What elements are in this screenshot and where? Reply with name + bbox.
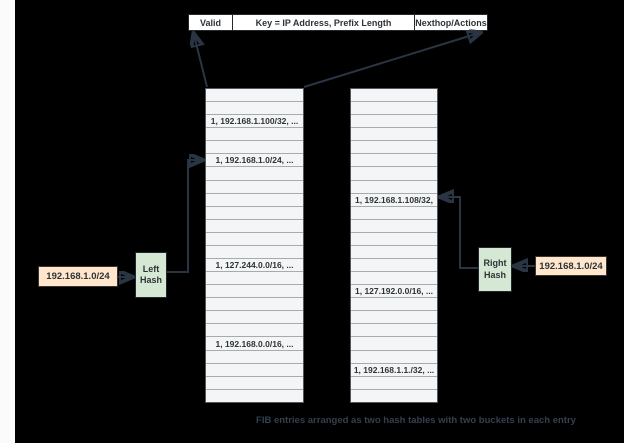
- bucket-row: [351, 141, 437, 155]
- bucket-row: [206, 324, 303, 338]
- header-cell-key: Key = IP Address, Prefix Length: [233, 15, 415, 30]
- bucket-row: [206, 390, 303, 402]
- bucket-row: [351, 272, 437, 286]
- bucket-row: [206, 89, 303, 103]
- bucket-row: 1, 192.168.1.100/32, ...: [206, 115, 303, 129]
- page-margin-strip: [0, 0, 15, 443]
- arrow-left-hash-to-bucket-row: [167, 160, 201, 273]
- right-input-address: 192.168.1.0/24: [535, 256, 607, 276]
- bucket-row: [351, 115, 437, 129]
- bucket-row: [206, 194, 303, 207]
- bucket-row: [351, 324, 437, 338]
- bucket-row: [351, 337, 437, 351]
- bucket-row: 1, 127.244.0.0/16, ...: [206, 259, 303, 273]
- bucket-row: [351, 390, 437, 402]
- bucket-row: [206, 377, 303, 390]
- left-input-address: 192.168.1.0/24: [38, 266, 118, 287]
- bucket-row: [206, 311, 303, 325]
- bucket-row: [206, 181, 303, 194]
- header-cell-valid: Valid: [189, 15, 233, 30]
- left-hash-function: Left Hash: [135, 252, 167, 298]
- bucket-row: [351, 233, 437, 246]
- bucket-row: [206, 207, 303, 220]
- bucket-row: [206, 220, 303, 233]
- bucket-row: [351, 351, 437, 364]
- bucket-row: [351, 181, 437, 194]
- bucket-row: 1, 192.168.1.0/24, ...: [206, 154, 303, 168]
- bucket-row: 1, 192.168.1.108/32,: [351, 194, 437, 207]
- bucket-row: [351, 220, 437, 233]
- header-cell-nexthop: Nexthop/Actions: [415, 17, 487, 28]
- right-hash-function: Right Hash: [478, 247, 512, 292]
- bucket-row: [351, 207, 437, 220]
- bucket-row: [351, 311, 437, 325]
- bucket-row: [206, 272, 303, 286]
- bucket-row: [351, 167, 437, 181]
- bucket-row: [351, 102, 437, 116]
- bucket-row: 1, 192.168.0.0/16, ...: [206, 337, 303, 351]
- bucket-row: [206, 364, 303, 377]
- bucket-row: 1, 192.168.1.1./32, ...: [351, 364, 437, 377]
- bucket-row: [351, 298, 437, 312]
- entry-format-header: Valid Key = IP Address, Prefix Length Ne…: [188, 14, 488, 31]
- arrow-right-hash-to-bucket-row: [442, 197, 478, 269]
- bucket-row: [351, 154, 437, 168]
- bucket-row: [351, 246, 437, 260]
- bucket-row: [206, 167, 303, 181]
- arrow-left-table-to-header-right: [303, 33, 479, 88]
- bucket-row: [206, 128, 303, 142]
- bucket-row: [206, 285, 303, 299]
- bucket-row: [351, 89, 437, 103]
- bucket-row: [206, 298, 303, 312]
- bucket-row: [206, 102, 303, 116]
- bucket-row: [206, 246, 303, 260]
- bucket-row: 1, 127.192.0.0/16, ...: [351, 285, 437, 299]
- left-hash-table: 1, 192.168.1.100/32, ... 1, 192.168.1.0/2…: [205, 88, 304, 403]
- bucket-row: [351, 259, 437, 273]
- bucket-row: [206, 351, 303, 364]
- bucket-row: [206, 233, 303, 246]
- bucket-row: [351, 377, 437, 390]
- diagram-caption: FIB entries arranged as two hash tables …: [256, 415, 576, 426]
- bucket-row: [351, 128, 437, 142]
- bucket-row: [206, 141, 303, 155]
- arrow-left-table-to-header-left: [194, 35, 208, 88]
- right-hash-table: 1, 192.168.1.108/32, 1, 127.192.0.0/16, .…: [350, 88, 438, 403]
